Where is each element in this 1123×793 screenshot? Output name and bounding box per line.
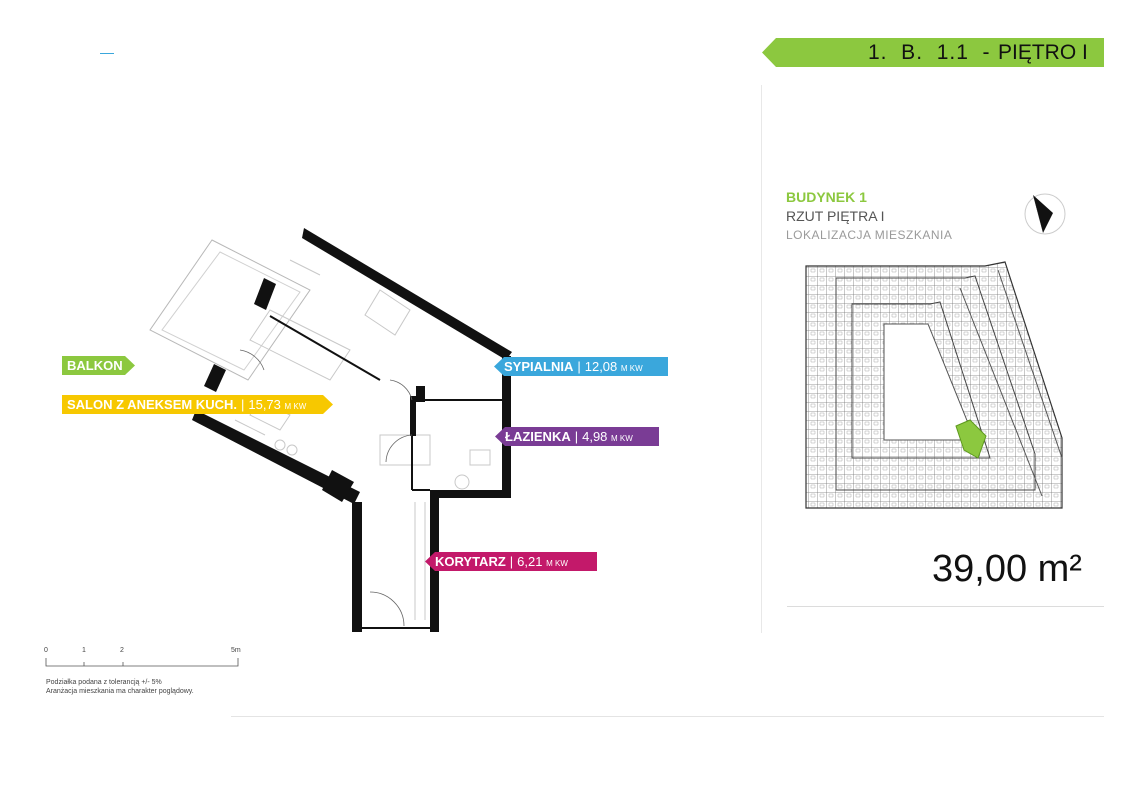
panel-divider xyxy=(761,85,762,633)
separator: | xyxy=(509,554,514,569)
separator: | xyxy=(577,359,581,374)
logo-mark xyxy=(100,53,114,54)
room-tag-salon: SALON Z ANEKSEM KUCH.|15,73 M KW xyxy=(62,395,333,414)
room-name: SALON Z ANEKSEM KUCH. xyxy=(67,397,237,412)
scale-label-2: 2 xyxy=(120,647,124,654)
room-area-unit: M KW xyxy=(620,364,643,373)
room-tag-lazienka: ŁAZIENKA|4,98 M KW xyxy=(495,427,659,446)
footer-divider xyxy=(231,716,1104,717)
room-area-unit: M KW xyxy=(546,559,568,568)
scale-label-1: 1 xyxy=(82,647,86,654)
scale-label-0: 0 xyxy=(44,647,48,654)
room-area: 4,98 xyxy=(582,429,608,444)
room-name: SYPIALNIA xyxy=(504,359,574,374)
panel-divider-horizontal xyxy=(787,606,1104,607)
north-arrow-icon xyxy=(1024,193,1066,235)
scale-note-line-2: Aranżacja mieszkania ma charakter pogląd… xyxy=(46,688,194,695)
scale-bar xyxy=(45,658,239,667)
scale-note: Podziałka podana z tolerancją +/- 5% Ara… xyxy=(46,678,194,696)
room-name: ŁAZIENKA xyxy=(505,429,571,444)
total-area: 39,00 m² xyxy=(932,548,1082,590)
separator: | xyxy=(240,397,245,412)
room-tag-korytarz: KORYTARZ|6,21 M KW xyxy=(425,552,597,571)
room-area: 6,21 xyxy=(517,554,543,569)
header-banner xyxy=(762,38,1104,67)
location-label: LOKALIZACJA MIESZKANIA xyxy=(786,228,953,242)
unit-code: 1. B. 1.1 - xyxy=(868,41,991,64)
scale-note-line-1: Podziałka podana z tolerancją +/- 5% xyxy=(46,679,162,686)
floor-label: PIĘTRO I xyxy=(998,41,1088,64)
room-area: 15,73 xyxy=(248,397,281,412)
building-subtitle: RZUT PIĘTRA I xyxy=(786,208,885,224)
scale-label-5m: 5m xyxy=(231,647,241,654)
floor-plan xyxy=(149,228,512,632)
room-name: BALKON xyxy=(67,358,123,373)
room-tag-sypialnia: SYPIALNIA|12,08 M KW xyxy=(494,357,668,376)
building-title: BUDYNEK 1 xyxy=(786,189,867,205)
room-area: 12,08 xyxy=(584,359,618,374)
room-tag-balkon: BALKON xyxy=(62,356,135,375)
building-key-plan xyxy=(805,261,1063,509)
separator: | xyxy=(574,429,579,444)
room-area-unit: M KW xyxy=(284,402,307,411)
room-name: KORYTARZ xyxy=(435,554,506,569)
room-area-unit: M KW xyxy=(611,434,633,443)
